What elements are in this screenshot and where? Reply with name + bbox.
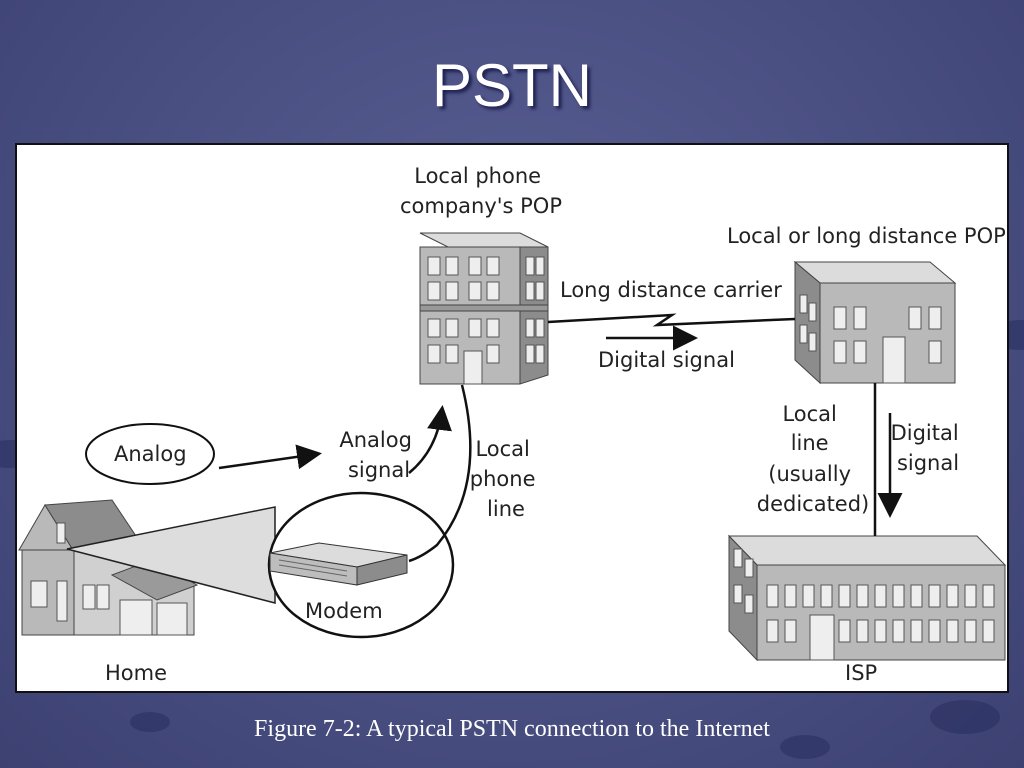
pstn-diagram: Local phone company's POP Local or long … <box>18 164 1007 685</box>
background-bubble <box>130 712 170 732</box>
modem-device <box>269 542 408 586</box>
analog-signal-label: Analog signal <box>339 428 418 482</box>
analog-arrow <box>218 444 322 470</box>
isp-building <box>727 534 1007 662</box>
background-bubble <box>780 735 830 759</box>
local-line-label: Local line (usually dedicated) <box>757 402 870 516</box>
local-phone-line <box>408 384 472 563</box>
local-phone-line-label: Local phone line <box>470 437 542 521</box>
home-label: Home <box>105 661 167 685</box>
analog-ellipse <box>85 423 215 485</box>
long-distance-carrier-label: Long distance carrier <box>560 278 782 302</box>
remote-pop-label: Local or long distance POP <box>727 224 1006 248</box>
slide-title: PSTN <box>431 52 593 119</box>
diagram-panel: Local phone company's POP Local or long … <box>15 143 1009 693</box>
analog-signal-arrow <box>408 405 452 474</box>
isp-label: ISP <box>845 661 877 685</box>
analog-label: Analog <box>114 442 187 466</box>
local-pop-label: Local phone company's POP <box>400 164 562 218</box>
long-distance-link <box>547 313 796 327</box>
figure-caption: Figure 7-2: A typical PSTN connection to… <box>254 716 770 742</box>
modem-label: Modem <box>305 599 383 623</box>
remote-pop-building <box>793 260 957 385</box>
digital-signal-label: Digital signal <box>598 348 735 372</box>
local-pop-building <box>419 232 549 385</box>
digital-signal-right-label: Digital signal <box>891 421 966 475</box>
background-bubble <box>930 700 1000 734</box>
